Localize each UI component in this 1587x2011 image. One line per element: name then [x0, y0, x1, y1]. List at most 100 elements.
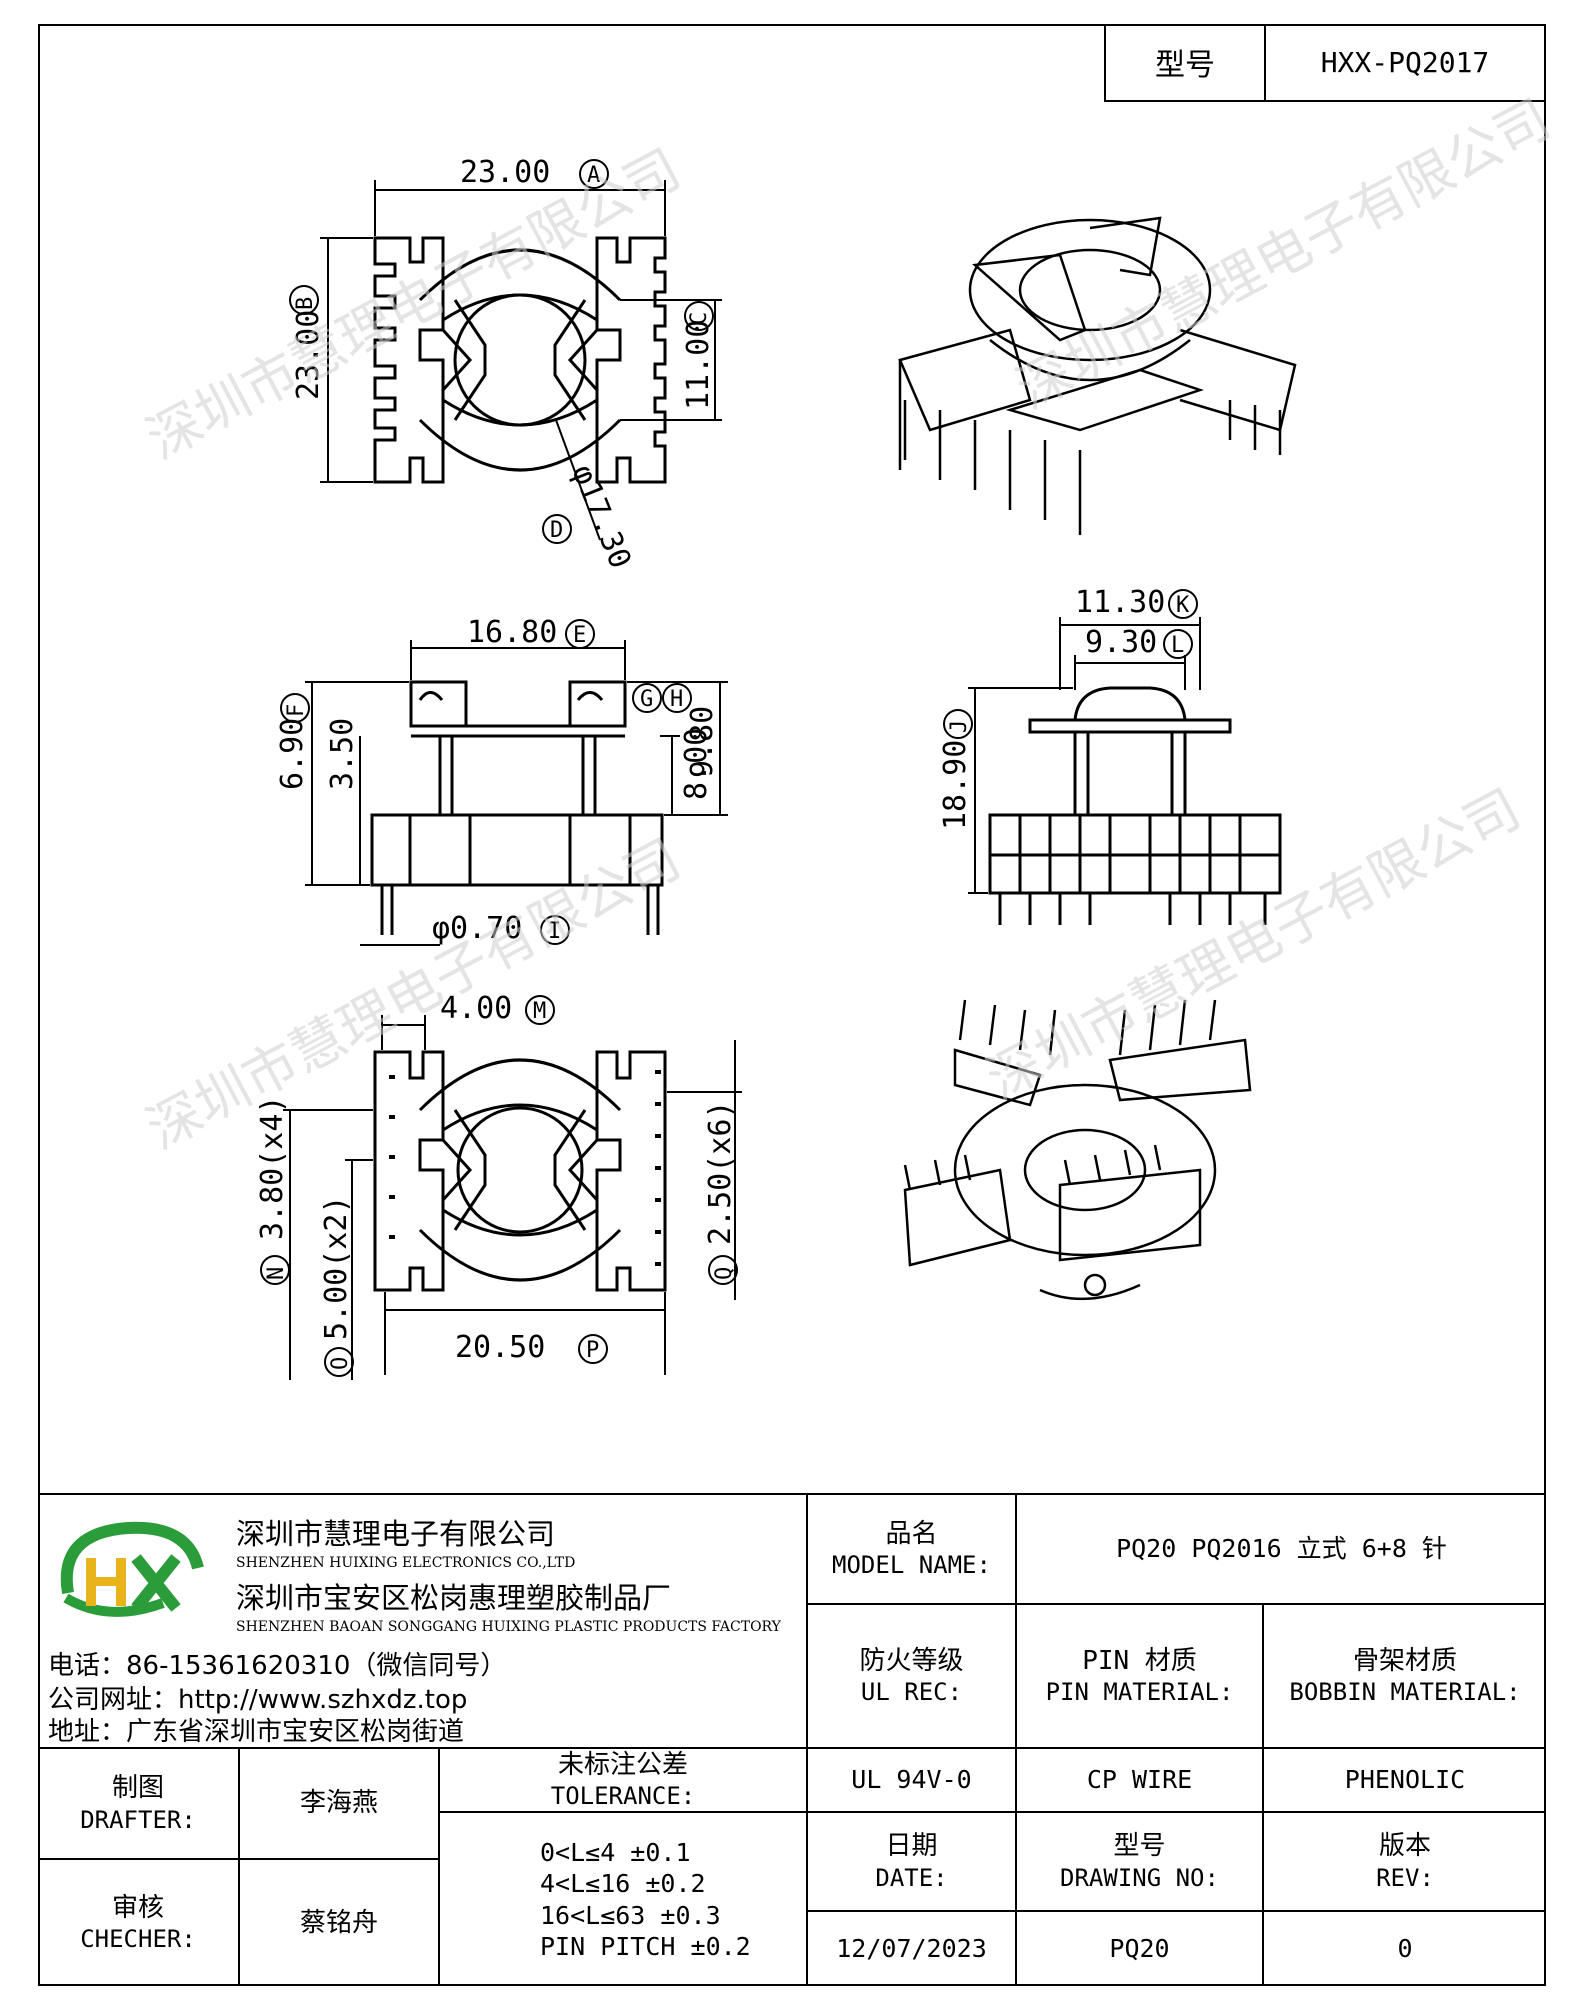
isometric-view-bottom — [903, 999, 1252, 1301]
date-label-en: DATE: — [875, 1863, 948, 1892]
rev-value: 0 — [1264, 1912, 1546, 1986]
ul-rec-text: UL 94V-0 — [851, 1765, 972, 1795]
drafter-label-en: DRAFTER: — [80, 1805, 196, 1834]
drafter-name: 李海燕 — [240, 1749, 438, 1858]
tolerance-row: 16<L≤63 ±0.3 — [540, 1900, 721, 1930]
isometric-view-top — [898, 216, 1297, 535]
company-phone: 电话：86-15361620310（微信同号） — [48, 1651, 507, 1681]
company-website: 公司网址：http://www.szhxdz.top — [48, 1685, 468, 1715]
dim-c-marker: C — [687, 312, 712, 325]
dim-f-marker: F — [284, 704, 309, 717]
bottom-view — [283, 1015, 742, 1380]
dim-p-marker: P — [586, 1338, 599, 1363]
pin-material-label-cn: PIN 材质 — [1082, 1645, 1197, 1676]
dim-l-value: 9.30 — [1085, 625, 1157, 660]
pin-material-label: PIN 材质 PIN MATERIAL: — [1017, 1605, 1262, 1747]
bobbin-material-label-en: BOBBIN MATERIAL: — [1289, 1678, 1521, 1707]
front-view — [968, 617, 1282, 925]
watermark: 深圳市慧理电子有限公司 — [137, 827, 691, 1161]
tolerance-label: 未标注公差 TOLERANCE: — [440, 1749, 806, 1811]
drawing-no-label-en: DRAWING NO: — [1060, 1863, 1219, 1892]
side-view — [305, 640, 728, 946]
title-block: 深圳市慧理电子有限公司 SHENZHEN HUIXING ELECTRONICS… — [38, 1493, 1546, 1986]
model-name-text: PQ20 PQ2016 立式 6+8 针 — [1116, 1534, 1447, 1564]
dim-q-marker: Q — [712, 1267, 737, 1280]
dim-k-value: 11.30 — [1075, 585, 1165, 620]
model-label: 型号 — [1106, 24, 1266, 100]
dim-j-value: 18.90 — [938, 740, 973, 830]
dim-n-value: 3.80(x4) — [255, 1096, 290, 1241]
tolerance-label-en: TOLERANCE: — [550, 1782, 696, 1811]
checker-label-cn: 审核 — [111, 1892, 164, 1923]
technical-drawing: 23.00 A 23.00 B 11.00 C φ17.30 D 16.80 E… — [137, 87, 1561, 1380]
bobbin-material-label-cn: 骨架材质 — [1352, 1645, 1457, 1676]
dim-n-marker: N — [264, 1267, 289, 1280]
pin-material-label-en: PIN MATERIAL: — [1045, 1678, 1234, 1707]
date-text: 12/07/2023 — [836, 1934, 987, 1964]
tolerance-label-cn: 未标注公差 — [557, 1749, 688, 1780]
tolerance-row: PIN PITCH ±0.2 — [540, 1931, 751, 1961]
watermark: 深圳市慧理电子有限公司 — [137, 137, 691, 471]
model-name-label-en: MODEL NAME: — [832, 1551, 991, 1580]
pin-material-text: CP WIRE — [1086, 1765, 1193, 1795]
dim-a-value: 23.00 — [460, 155, 550, 190]
bobbin-material-label: 骨架材质 BOBBIN MATERIAL: — [1264, 1605, 1546, 1747]
dim-b-value: 23.00 — [291, 310, 326, 400]
dim-m-value: 4.00 — [440, 991, 512, 1026]
ul-rec-label-en: UL REC: — [860, 1678, 963, 1707]
pin-material-value: CP WIRE — [1017, 1749, 1262, 1811]
dim-o-value: 5.00(x2) — [319, 1196, 354, 1341]
dim-o-marker: O — [328, 1357, 353, 1370]
tolerance-row: 4<L≤16 ±0.2 — [540, 1869, 706, 1899]
dim-d-value: φ17.30 — [565, 460, 638, 574]
company-name-cn: 深圳市慧理电子有限公司 — [236, 1517, 556, 1551]
drawing-sheet-border — [38, 24, 1546, 1986]
dim-f2-value: 3.50 — [325, 718, 360, 790]
model-name-label-cn: 品名 — [885, 1518, 938, 1549]
factory-name-en: SHENZHEN BAOAN SONGGANG HUIXING PLASTIC … — [236, 1619, 781, 1635]
drafter-label-cn: 制图 — [111, 1773, 164, 1804]
dim-d-marker: D — [550, 518, 563, 543]
dim-e-value: 16.80 — [467, 615, 557, 650]
tolerance-row: 0<L≤4 ±0.1 — [540, 1838, 691, 1867]
rev-label-en: REV: — [1376, 1863, 1434, 1892]
company-name-en: SHENZHEN HUIXING ELECTRONICS CO.,LTD — [236, 1555, 576, 1571]
dim-h2-value: 9.80 — [685, 706, 720, 778]
checker-label-en: CHECHER: — [80, 1925, 196, 1954]
dim-i-value: φ0.70 — [432, 911, 522, 946]
model-name-value: PQ20 PQ2016 立式 6+8 针 — [1017, 1495, 1546, 1603]
dim-i-marker: I — [548, 919, 561, 944]
company-address: 地址：广东省深圳市宝安区松岗街道 — [48, 1717, 465, 1747]
watermark: 深圳市慧理电子有限公司 — [977, 777, 1531, 1111]
model-value: HXX-PQ2017 — [1320, 45, 1490, 79]
dim-a-marker: A — [587, 163, 600, 188]
model-number-box: 型号 HXX-PQ2017 — [1104, 24, 1546, 102]
dim-h-marker: H — [670, 687, 683, 712]
checker-name: 蔡铭舟 — [240, 1860, 438, 1986]
date-label: 日期 DATE: — [808, 1813, 1015, 1910]
bobbin-material-value: PHENOLIC — [1264, 1749, 1546, 1811]
checker-label: 审核 CHECHER: — [38, 1860, 238, 1986]
drafter-label: 制图 DRAFTER: — [38, 1749, 238, 1858]
ul-rec-label: 防火等级 UL REC: — [808, 1605, 1015, 1747]
dim-p-value: 20.50 — [455, 1330, 545, 1365]
date-label-cn: 日期 — [885, 1831, 938, 1862]
date-value: 12/07/2023 — [808, 1912, 1015, 1986]
dim-j-marker: J — [947, 720, 972, 733]
watermark: 深圳市慧理电子有限公司 — [1007, 87, 1561, 421]
company-logo-icon — [60, 1521, 204, 1617]
drawing-no-label-cn: 型号 — [1113, 1831, 1166, 1862]
factory-name-cn: 深圳市宝安区松岗惠理塑胶制品厂 — [236, 1581, 672, 1615]
bobbin-material-text: PHENOLIC — [1344, 1765, 1466, 1795]
dim-g-marker: G — [640, 687, 653, 712]
dim-e-marker: E — [573, 623, 586, 648]
dim-c-value: 11.00 — [681, 320, 716, 410]
rev-text: 0 — [1397, 1934, 1413, 1964]
model-name-label: 品名 MODEL NAME: — [808, 1495, 1015, 1603]
dim-k-marker: K — [1176, 593, 1190, 618]
dim-l-marker: L — [1171, 633, 1184, 658]
dim-q-value: 2.50(x6) — [703, 1101, 738, 1246]
rev-label: 版本 REV: — [1264, 1813, 1546, 1910]
dim-m-marker: M — [533, 999, 546, 1024]
rev-label-cn: 版本 — [1378, 1831, 1431, 1862]
